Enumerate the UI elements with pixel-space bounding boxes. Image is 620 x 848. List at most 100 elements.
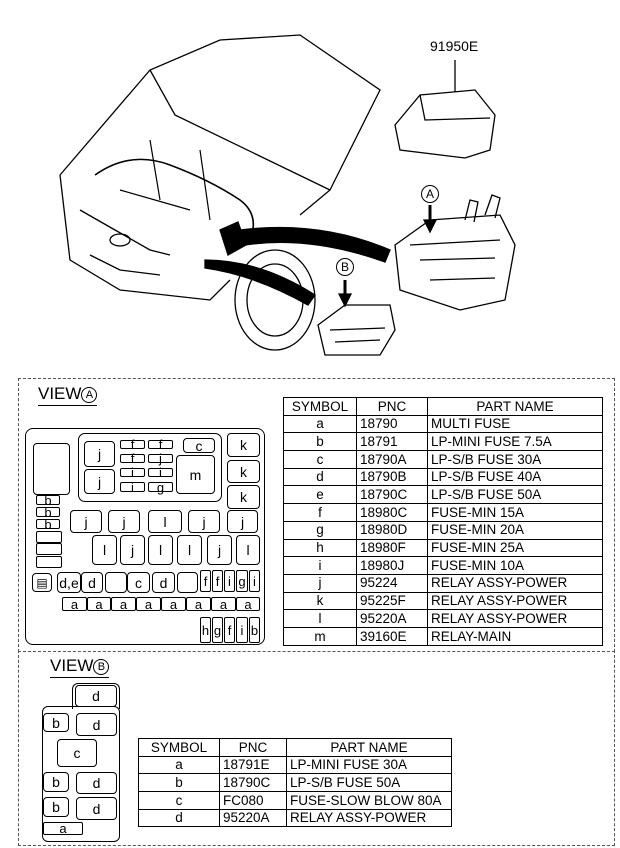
symbol-cell: g <box>283 520 357 540</box>
part-name-cell: FUSE-MIN 15A <box>427 503 603 522</box>
column-header: SYMBOL <box>138 738 220 757</box>
part-name-cell: LP-S/B FUSE 30A <box>427 450 603 469</box>
pnc-cell: 18791 <box>356 432 428 452</box>
fuse-slot-l: l <box>92 535 117 565</box>
pnc-cell: 18790 <box>356 414 428 434</box>
symbol-cell: b <box>138 773 220 793</box>
part-name-cell: FUSE-MIN 20A <box>427 520 603 540</box>
symbol-cell: j <box>283 573 357 593</box>
pnc-cell: FC080 <box>219 791 287 810</box>
symbol-cell: h <box>283 538 357 558</box>
callout-b-marker: B <box>336 258 354 276</box>
part-name-cell: FUSE-MIN 10A <box>427 556 603 575</box>
symbol-cell: b <box>283 432 357 452</box>
part-name-cell: LP-MINI FUSE 30A <box>286 755 452 775</box>
fuse-slot-i: i <box>236 617 248 643</box>
fuse-slot-f: f <box>212 570 223 592</box>
part-name-cell: FUSE-SLOW BLOW 80A <box>286 791 452 810</box>
empty-slot <box>36 543 62 555</box>
vehicle-wiring-illustration <box>59 34 516 356</box>
fuse-slot-j: j <box>188 510 220 533</box>
pnc-cell: 18980F <box>356 538 428 558</box>
fuse-slot-f: f <box>200 570 211 592</box>
part-name-cell: RELAY ASSY-POWER <box>286 808 452 828</box>
column-header: SYMBOL <box>283 397 357 416</box>
fuse-slot-d: d <box>75 685 117 707</box>
fuse-slot-g: g <box>212 617 223 643</box>
fuse-slot-i: i <box>224 570 235 592</box>
symbol-cell: c <box>283 450 357 469</box>
fuse-slot-a: a <box>161 597 186 611</box>
pnc-cell: 18980J <box>356 556 428 575</box>
pnc-cell: 39160E <box>356 626 428 646</box>
fuse-slot-d: d <box>76 713 117 736</box>
view-b-marker: B <box>93 659 110 675</box>
column-header: PART NAME <box>427 397 603 416</box>
symbol-cell: k <box>283 591 357 611</box>
fuse-slot-l: l <box>148 510 182 533</box>
part-name-cell: RELAY ASSY-POWER <box>427 573 603 593</box>
pnc-cell: 18790A <box>356 450 428 469</box>
pnc-cell: 95220A <box>356 609 428 628</box>
fuse-slot-d: d <box>76 797 117 820</box>
symbol-cell: i <box>283 556 357 575</box>
fuse-slot-d: d <box>152 572 175 593</box>
fuse-slot-f: f <box>120 452 145 465</box>
callout-a-marker: A <box>421 185 439 203</box>
fuse-slot-d-e: d,e <box>57 572 81 593</box>
part-name-cell: MULTI FUSE <box>427 414 603 434</box>
fuse-slot-a: a <box>87 597 111 611</box>
fuse-slot-l: l <box>148 535 173 565</box>
fuse-slot-i: i <box>120 481 145 494</box>
fuse-slot-g: g <box>236 570 248 592</box>
empty-slot <box>36 556 62 568</box>
fuse-slot-f: f <box>148 438 173 451</box>
part-name-cell: LP-MINI FUSE 7.5A <box>427 432 603 452</box>
fuse-slot-i: i <box>148 466 173 479</box>
symbol-cell: m <box>283 626 357 646</box>
column-header: PNC <box>219 738 287 757</box>
view-b-label: VIEW <box>50 656 94 675</box>
symbol-cell: l <box>283 609 357 628</box>
part-number-callout: 91950E <box>430 38 479 54</box>
symbol-cell: e <box>283 485 357 505</box>
fuse-slot-f: f <box>224 617 235 643</box>
connector-icon: ▤ <box>32 573 52 592</box>
fuse-slot-l: l <box>236 535 260 565</box>
fuse-box-a-empty-slot <box>33 443 70 495</box>
view-b-frame <box>18 650 615 846</box>
symbol-cell: f <box>283 503 357 522</box>
fuse-slot-k: k <box>227 485 260 509</box>
fuse-slot-a: a <box>43 822 83 835</box>
symbol-cell: d <box>283 467 357 487</box>
fuse-slot-j: j <box>227 510 258 533</box>
fuse-slot-d: d <box>81 572 103 593</box>
pnc-cell: 18790C <box>356 485 428 505</box>
fuse-slot-j: j <box>207 535 232 565</box>
fuse-slot-b: b <box>43 797 69 817</box>
fuse-slot-i: i <box>249 570 260 592</box>
fuse-slot-c: c <box>57 739 97 767</box>
column-header: PART NAME <box>286 738 452 757</box>
fuse-slot-h: h <box>200 617 211 643</box>
fuse-box-a-relay-group <box>78 433 222 502</box>
view-a-label: VIEW <box>38 384 82 403</box>
part-name-cell: RELAY ASSY-POWER <box>427 591 603 611</box>
fuse-slot-g: g <box>148 481 173 494</box>
